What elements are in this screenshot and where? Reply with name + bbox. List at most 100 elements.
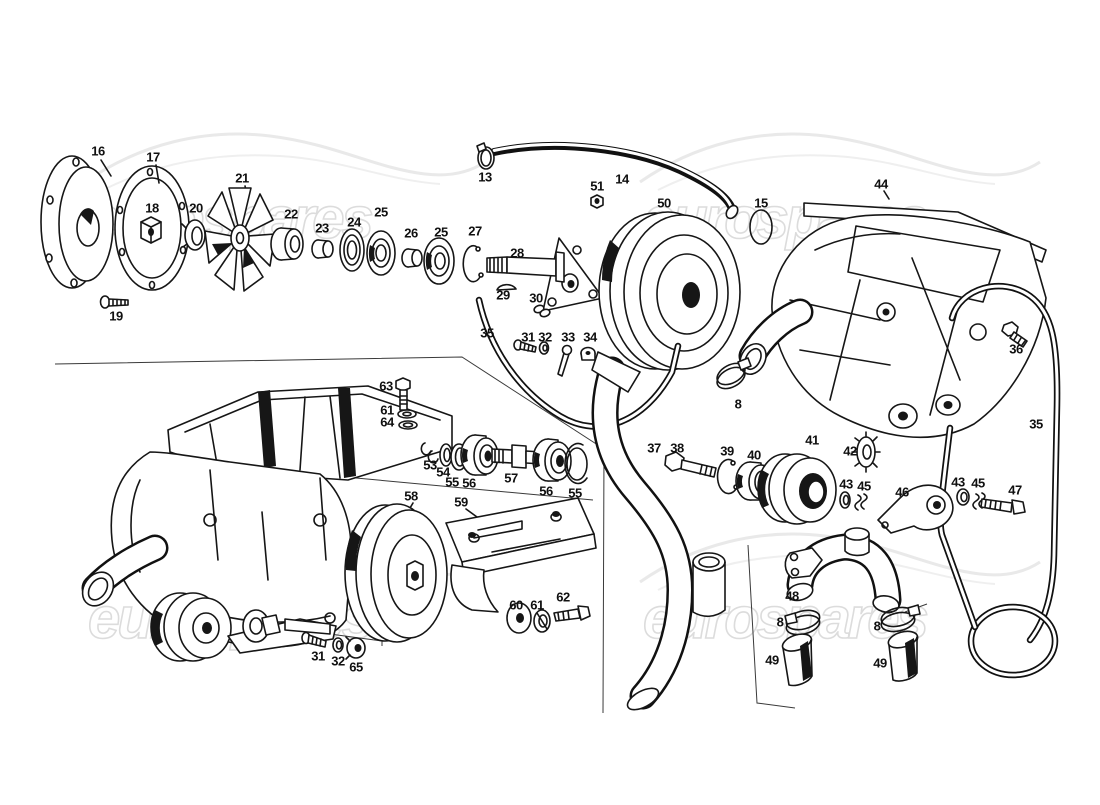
- part-41-pulley: [757, 453, 837, 525]
- part-31-bolt-a: [513, 339, 537, 353]
- part-number-label: 49: [765, 652, 779, 668]
- part-number-label: 41: [805, 432, 819, 448]
- part-43-washer-b: [956, 488, 970, 506]
- part-number-label: 56: [539, 483, 553, 499]
- part-49-hose-right: [887, 630, 919, 682]
- part-27-circlip: [462, 244, 484, 283]
- part-number-label: 62: [556, 589, 570, 605]
- part-number-label: 58: [404, 488, 418, 504]
- part-number-label: 24: [347, 214, 361, 230]
- part-20-washer: [181, 219, 206, 251]
- part-29-cap: [496, 283, 517, 291]
- part-number-label: 65: [349, 659, 363, 675]
- part-33-cotter-pin: [557, 344, 573, 377]
- part-number-label: 32: [331, 653, 345, 669]
- part-number-label: 60: [509, 597, 523, 613]
- part-59-plate: [445, 497, 597, 613]
- part-number-label: 47: [1008, 482, 1022, 498]
- part-number-label: 31: [311, 648, 325, 664]
- part-62-bolt: [553, 605, 591, 622]
- part-number-label: 35: [1029, 416, 1043, 432]
- part-18-nut: [140, 216, 162, 244]
- part-number-label: 38: [670, 440, 684, 456]
- part-22-hub: [270, 227, 304, 261]
- part-number-label: 63: [379, 378, 393, 394]
- part-number-label: 28: [510, 245, 524, 261]
- part-number-label: 59: [454, 494, 468, 510]
- part-58-pulley: [344, 502, 448, 643]
- part-number-label: 36: [1009, 341, 1023, 357]
- part-24-seal-ring: [339, 228, 365, 272]
- part-number-label: 55: [445, 474, 459, 490]
- part-number-label: 51: [590, 178, 604, 194]
- part-49-hose-left: [781, 633, 813, 687]
- part-38-bolt: [664, 451, 717, 478]
- part-46-arm: [877, 484, 954, 534]
- part-30-clip: [533, 304, 551, 318]
- part-16-flange: [40, 155, 114, 289]
- part-number-label: 30: [529, 290, 543, 306]
- part-8-clamp-right: [880, 604, 921, 633]
- part-26-spacer: [401, 248, 423, 268]
- part-number-label: 39: [720, 443, 734, 459]
- part-number-label: 29: [496, 287, 510, 303]
- part-15-o-ring: [749, 209, 773, 245]
- part-number-label: 32: [538, 329, 552, 345]
- part-number-label: 37: [647, 440, 661, 456]
- part-number-label: 15: [754, 195, 768, 211]
- part-39-circlip: [716, 458, 739, 495]
- part-number-label: 34: [583, 329, 597, 345]
- part-number-label: 50: [657, 195, 671, 211]
- part-number-label: 46: [895, 484, 909, 500]
- part-number-label: 23: [315, 220, 329, 236]
- part-number-label: 8: [734, 396, 742, 412]
- part-number-label: 55: [568, 485, 582, 501]
- part-number-label: 54: [436, 464, 450, 480]
- part-number-label: 43: [951, 474, 965, 490]
- part-37-pipe: [591, 351, 726, 711]
- part-number-label: 44: [874, 176, 888, 192]
- part-56-bearing-b: [532, 438, 572, 482]
- part-number-label: 40: [747, 447, 761, 463]
- part-number-label: 31: [521, 329, 535, 345]
- part-65-nut: [345, 636, 366, 660]
- part-32-washer-b: [332, 637, 344, 653]
- part-25-bearing-b: [423, 237, 455, 285]
- part-number-label: 8: [776, 614, 784, 630]
- part-number-label: 20: [189, 200, 203, 216]
- part-number-label: 25: [434, 224, 448, 240]
- part-42-lock-washer: [851, 431, 881, 473]
- right-pump-body: [738, 214, 1047, 439]
- part-number-label: 22: [284, 206, 298, 222]
- part-number-label: 56: [462, 475, 476, 491]
- part-47-bolt: [980, 498, 1026, 515]
- part-48-fork-pipe: [784, 527, 902, 614]
- part-43-washer-a: [839, 491, 851, 509]
- part-number-label: 14: [615, 171, 629, 187]
- part-61-washer-b: [533, 609, 551, 633]
- part-51-nut: [590, 194, 604, 209]
- part-13-hose-clamp: [476, 142, 495, 170]
- part-60-washer: [506, 602, 532, 634]
- part-number-label: 45: [857, 478, 871, 494]
- part-53-clips: [420, 442, 439, 464]
- part-number-label: 33: [561, 329, 575, 345]
- part-number-label: 35: [480, 325, 494, 341]
- part-number-label: 53: [423, 457, 437, 473]
- part-31-bolt-b: [301, 631, 327, 648]
- part-32-washer-a: [538, 341, 550, 355]
- part-number-label: 57: [504, 470, 518, 486]
- part-number-label: 61: [380, 402, 394, 418]
- part-number-label: 27: [468, 223, 482, 239]
- part-19-screw: [99, 295, 129, 309]
- part-number-label: 49: [873, 655, 887, 671]
- part-50-pulley: [598, 211, 741, 371]
- part-61-washer-a: [397, 409, 417, 419]
- part-number-label: 64: [380, 414, 394, 430]
- part-number-label: 17: [146, 149, 160, 165]
- part-number-label: 26: [404, 225, 418, 241]
- part-28-shaft-and-plate: [486, 237, 604, 312]
